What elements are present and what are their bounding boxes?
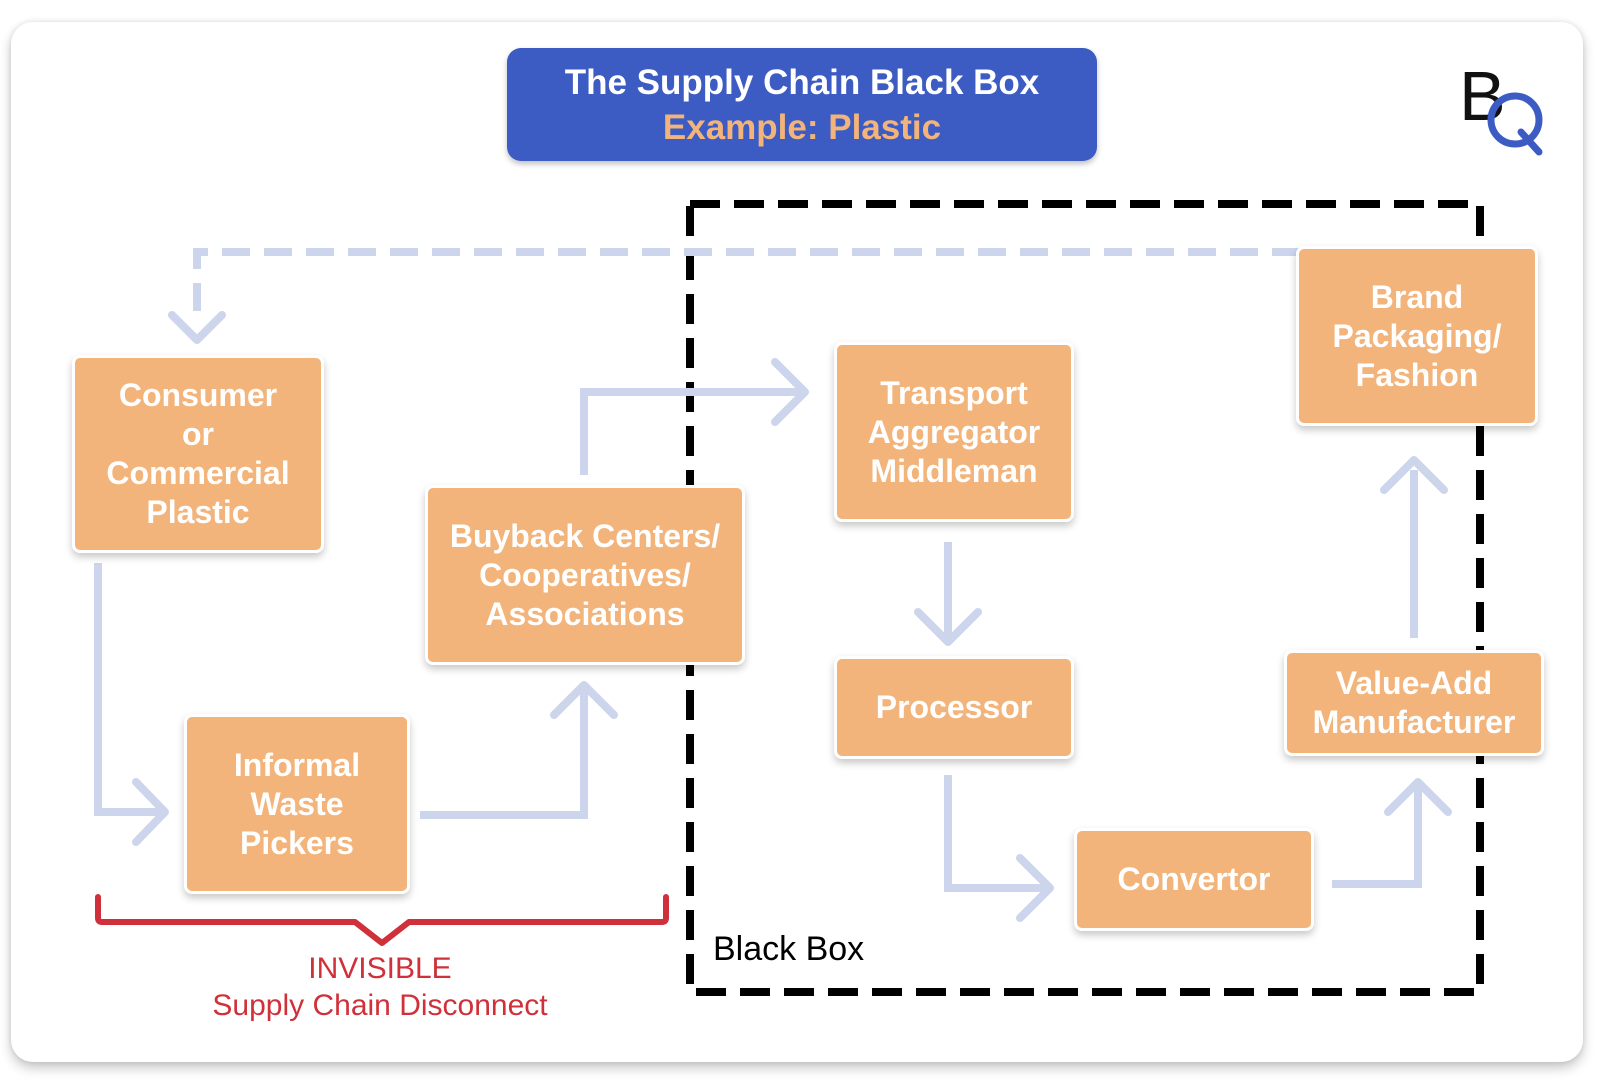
black-box-label: Black Box: [713, 930, 865, 968]
feedback-arrowhead: [168, 311, 226, 344]
node-value-add[interactable]: Value-Add Manufacturer: [1284, 650, 1544, 756]
invisible-line2: Supply Chain Disconnect: [212, 989, 548, 1022]
arrowhead-processor-to-convertor: [1016, 854, 1054, 922]
node-transport[interactable]: Transport Aggregator Middleman: [834, 342, 1074, 522]
title-banner: The Supply Chain Black Box Example: Plas…: [507, 48, 1097, 161]
node-brand[interactable]: Brand Packaging/ Fashion: [1296, 246, 1538, 426]
logo-letter-b: B: [1459, 58, 1506, 135]
feedback-dashed-arrow: [193, 248, 1300, 320]
arrowhead-pickers-to-buyback: [550, 681, 618, 719]
node-waste-pickers[interactable]: Informal Waste Pickers: [184, 714, 410, 894]
node-consumer[interactable]: Consumer or Commercial Plastic: [72, 355, 324, 553]
bq-logo-icon: B: [1459, 58, 1543, 156]
node-buyback[interactable]: Buyback Centers/ Cooperatives/ Associati…: [425, 485, 745, 665]
node-convertor[interactable]: Convertor: [1074, 828, 1314, 931]
node-processor[interactable]: Processor: [834, 656, 1074, 759]
invisible-caption: INVISIBLE Supply Chain Disconnect: [160, 950, 600, 1024]
arrowhead-convertor-to-valueadd: [1384, 778, 1452, 816]
title-main: The Supply Chain Black Box: [564, 62, 1040, 102]
invisible-bracket: [95, 894, 669, 946]
arrowhead-valueadd-to-brand: [1380, 456, 1448, 494]
arrowhead-buyback-to-transport: [771, 358, 809, 426]
arrow-convertor-to-valueadd: [1332, 785, 1422, 888]
arrow-pickers-to-buyback: [420, 690, 588, 819]
invisible-line1: INVISIBLE: [308, 952, 452, 985]
arrow-processor-to-convertor: [944, 775, 1048, 892]
arrow-buyback-to-transport: [580, 388, 800, 475]
arrowhead-transport-to-processor: [914, 608, 982, 646]
title-subtitle: Example: Plastic: [662, 107, 942, 147]
arrowhead-consumer-to-pickers: [132, 778, 169, 846]
arrow-consumer-to-pickers: [94, 563, 160, 816]
